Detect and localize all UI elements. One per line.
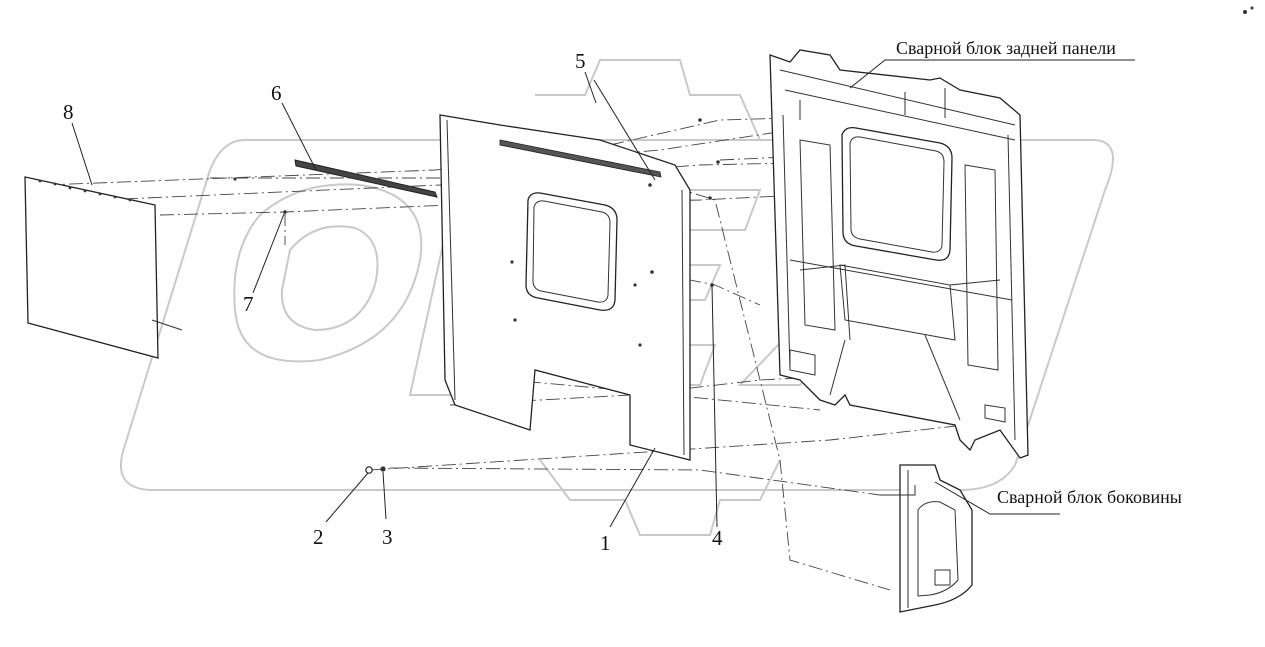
- leader-lines: [71, 59, 1135, 528]
- callout-labels: 8 6 7 5 2 3 1 4: [63, 49, 723, 555]
- caption-labels: Сварной блок задней панели Сварной блок …: [896, 38, 1182, 507]
- rear-panel-weld-block: [769, 49, 1029, 459]
- caption-side-panel: Сварной блок боковины: [997, 487, 1182, 507]
- part-1-side-trim-panel: [439, 114, 714, 461]
- caption-rear-panel: Сварной блок задней панели: [896, 38, 1116, 58]
- callout-2: 2: [313, 525, 324, 549]
- callout-1: 1: [600, 531, 611, 555]
- fasteners-2-3: [233, 6, 1254, 474]
- part-6-seal-strip: [294, 159, 438, 198]
- callout-8: 8: [63, 100, 74, 124]
- part-8-panel: [24, 176, 183, 359]
- callout-3: 3: [382, 525, 393, 549]
- callout-7: 7: [243, 292, 254, 316]
- callout-6: 6: [271, 81, 282, 105]
- callout-5: 5: [575, 49, 586, 73]
- callout-4: 4: [712, 526, 723, 550]
- side-weld-block: [880, 464, 973, 613]
